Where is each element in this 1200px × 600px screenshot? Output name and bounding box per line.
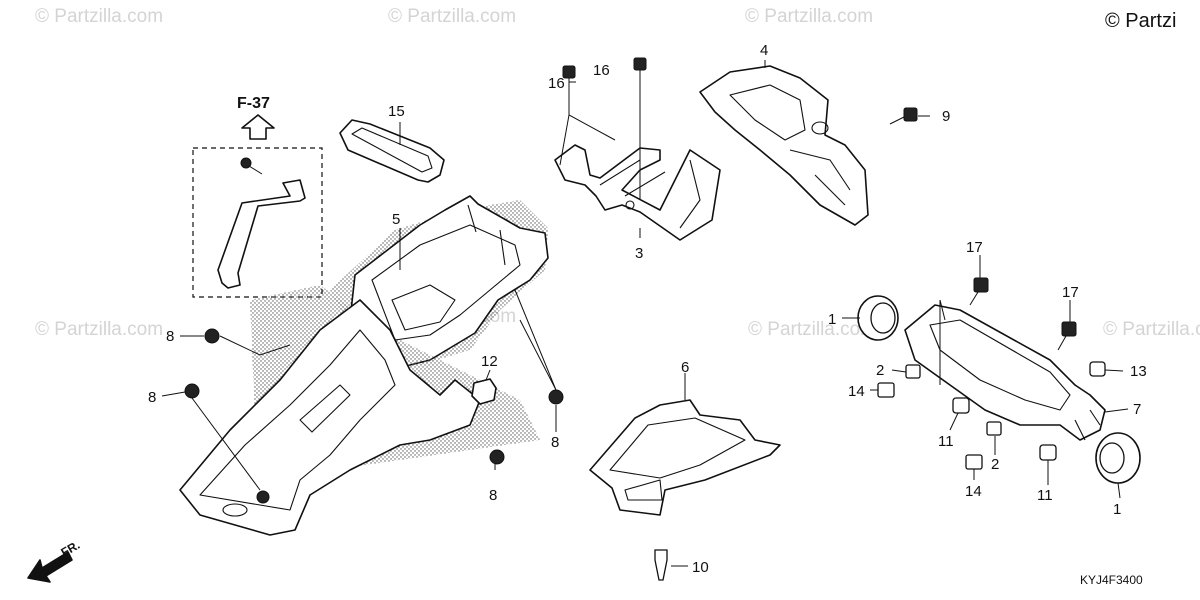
bolt-icon: [184, 383, 200, 399]
callout-number: 11: [938, 433, 954, 450]
callout-number: 13: [1130, 363, 1147, 380]
callout-number: 8: [551, 434, 559, 451]
watermarks: © Partzilla.com © Partzilla.com © Partzi…: [35, 6, 1200, 340]
front-direction-indicator: FR.: [27, 538, 82, 583]
bolt-icon: [969, 277, 989, 306]
nut-icon: [877, 382, 895, 398]
nut-icon: [986, 421, 1002, 436]
nut-icon: [1089, 361, 1106, 377]
callout-number: 8: [489, 487, 497, 504]
bolt-icon: [633, 57, 647, 90]
watermark: © Partzilla.com: [748, 319, 876, 340]
bracket-part: [217, 179, 306, 289]
license-bracket-part-7: [904, 304, 1106, 441]
strap-part-15: [339, 119, 445, 183]
front-arrow-icon: [27, 551, 73, 583]
callout-number: 14: [965, 483, 982, 500]
reflector-part-1-upper: [857, 295, 899, 341]
watermark: © Partzilla.com: [35, 319, 163, 340]
callout-number: 15: [388, 103, 405, 120]
callout-number: 2: [876, 362, 884, 379]
callout-number: 16: [593, 62, 610, 79]
reference-dashed-box: [192, 147, 323, 298]
bolt-icon: [562, 65, 576, 98]
callout-number: 1: [828, 311, 836, 328]
reference-label: F-37: [237, 95, 270, 112]
bolt-icon: [1057, 321, 1077, 351]
diagram-code: KYJ4F3400: [1080, 573, 1143, 587]
callout-number: 1: [1113, 501, 1121, 518]
callout-number: 6: [681, 359, 689, 376]
hardware: [184, 57, 1106, 581]
callout-number: 17: [1062, 284, 1079, 301]
callout-number: 7: [1133, 401, 1141, 418]
reflector-part-1-lower: [1095, 432, 1141, 484]
callout-number: 8: [166, 328, 174, 345]
callout-number: 10: [692, 559, 709, 576]
bracket-part-3: [554, 144, 721, 241]
callout-number: 11: [1037, 487, 1053, 504]
bolt-icon: [204, 328, 220, 344]
reference-group: F-37: [192, 95, 323, 298]
watermark: © Partzilla.com: [1103, 319, 1200, 340]
callout-number: 9: [942, 108, 950, 125]
watermark: © Partzilla.com: [745, 6, 873, 27]
clip-part-12: [471, 378, 497, 405]
callout-number: 8: [148, 389, 156, 406]
splash-guard-part-6: [589, 399, 781, 516]
callout-number: 17: [966, 239, 983, 256]
cover-part-4: [699, 65, 869, 226]
watermark: © Partzilla.com: [35, 6, 163, 27]
bolt-icon: [889, 107, 918, 125]
callout-number: 5: [392, 211, 400, 228]
nut-icon: [905, 364, 921, 379]
watermark: © Partzilla.com: [388, 6, 516, 27]
callout-number: 12: [481, 353, 498, 370]
nut-icon: [965, 454, 983, 470]
nut-icon: [952, 397, 970, 414]
bolt-icon: [256, 490, 270, 504]
nut-icon: [1039, 444, 1057, 461]
bolt-icon: [548, 389, 564, 405]
callout-number: 14: [848, 383, 865, 400]
reference-arrow-icon: [241, 114, 275, 140]
callout-number: 2: [991, 456, 999, 473]
callout-number: 3: [635, 245, 643, 262]
callout-number: 4: [760, 42, 768, 59]
rivet-icon: [654, 549, 668, 581]
leader-lines: [161, 60, 1129, 567]
callouts: 16 16 3 4 9 15 5 8 8 12 8 8 6 10 1 17 17…: [148, 42, 1147, 576]
callout-number: 16: [548, 75, 565, 92]
bolt-icon: [240, 157, 263, 175]
copyright-text: © Partzi: [1105, 10, 1176, 32]
bolt-icon: [489, 449, 505, 465]
